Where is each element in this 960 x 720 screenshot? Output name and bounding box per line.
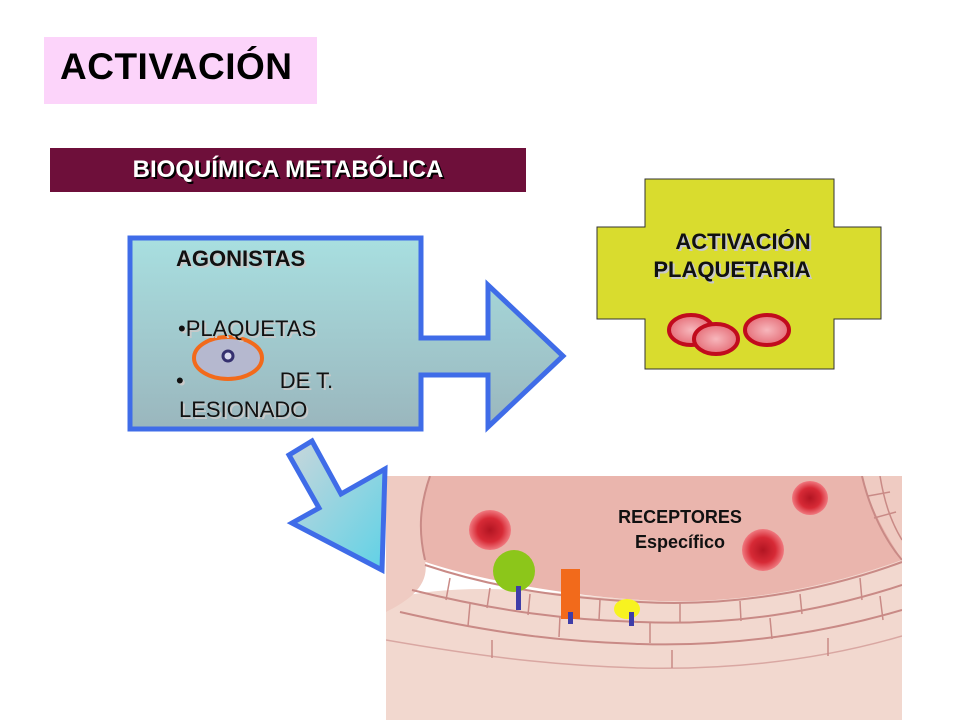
bullet: •	[176, 368, 184, 393]
agonist-item-plaquetas: •PLAQUETAS	[178, 316, 316, 342]
title-box	[44, 37, 317, 104]
down-arrow-to-vessel	[285, 437, 388, 575]
agonist-item-tejido: • DE T. LESIONADO	[176, 366, 333, 424]
bullet: •	[178, 316, 186, 341]
receptor-icons	[493, 550, 640, 626]
agonist-arrow-box	[127, 235, 567, 433]
agonist-item-label: PLAQUETAS	[185, 316, 317, 341]
agonist-item-label-line1: DE T.	[279, 368, 334, 393]
platelet-activation-label: ACTIVACIÓN PLAQUETARIA	[597, 228, 867, 284]
damaged-tissue-cell-icon	[192, 335, 264, 381]
subtitle-text: BIOQUÍMICA METABÓLICA	[132, 156, 444, 183]
activation-line1: ACTIVACIÓN	[675, 229, 811, 254]
platelet-activation-cross	[596, 178, 882, 370]
agonist-item-label-line2: LESIONADO	[179, 397, 308, 422]
receptors-label: RECEPTORES Específico	[580, 505, 780, 555]
receptors-line2: Específico	[634, 532, 726, 552]
agonists-label: AGONISTAS	[176, 246, 306, 271]
receptors-line1: RECEPTORES	[618, 507, 742, 527]
page-title: ACTIVACIÓN	[60, 46, 293, 87]
subtitle-banner	[50, 148, 526, 192]
activation-line2: PLAQUETARIA	[653, 257, 811, 282]
platelet-icons	[667, 313, 791, 356]
